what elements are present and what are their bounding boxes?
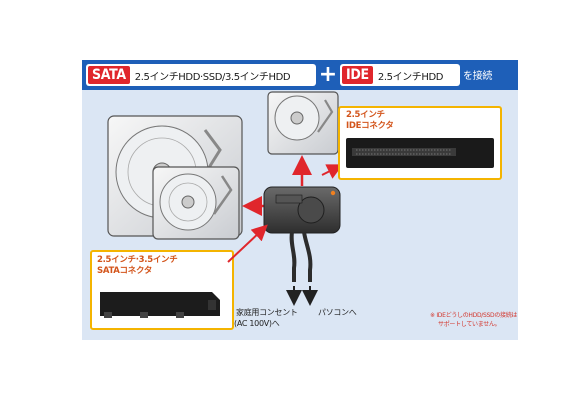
usb-cable	[302, 231, 313, 282]
ide-callout-line1: 2.5インチ	[346, 110, 385, 120]
hdd-ide-icon	[267, 91, 339, 155]
hdd-2-5-inch-icon	[152, 166, 240, 240]
ide-callout-line2: IDEコネクタ	[346, 121, 394, 131]
adapter-device-icon	[263, 186, 341, 234]
outlet-label-line1: 家庭用コンセント	[236, 308, 298, 317]
arrow-to-ide-callout	[321, 164, 344, 179]
note-line1: ※ IDEどうしのHDD/SSDの接続は	[430, 312, 518, 319]
sata-callout-line1: 2.5インチ·3.5インチ	[97, 255, 178, 265]
sata-callout-line2: SATAコネクタ	[97, 266, 153, 276]
ide-tag: IDE	[342, 66, 373, 84]
sata-description: 2.5インチHDD·SSD/3.5インチHDD	[134, 71, 291, 83]
ide-pill: IDE 2.5インチHDD	[340, 64, 460, 86]
sata-tag: SATA	[88, 66, 130, 84]
power-cable	[289, 231, 297, 282]
ide-description: 2.5インチHDD	[377, 71, 444, 83]
pc-label: パソコンへ	[318, 308, 357, 317]
plus-sign: +	[318, 62, 338, 87]
note-line2: サポートしていません。	[438, 321, 501, 328]
sata-connector-callout	[90, 250, 234, 330]
sata-pill: SATA 2.5インチHDD·SSD/3.5インチHDD	[86, 64, 316, 86]
connect-suffix: を接続	[463, 71, 493, 82]
outlet-label-line2: (AC 100V)へ	[234, 319, 280, 328]
